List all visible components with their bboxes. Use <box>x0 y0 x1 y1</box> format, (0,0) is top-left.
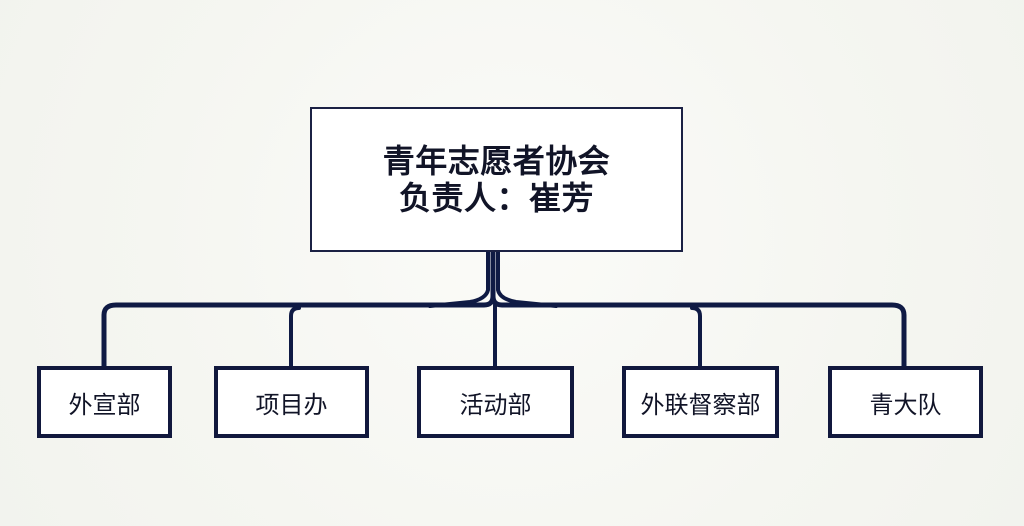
root-node: 青年志愿者协会 负责人：崔芳 <box>310 107 683 252</box>
child-node-waixuanbu: 外宣部 <box>37 366 172 438</box>
child-label: 项目办 <box>255 390 328 419</box>
child-label: 外联督察部 <box>640 390 761 419</box>
connector-to-xiangmuban <box>289 306 301 368</box>
connector-to-wailianducha <box>690 306 702 368</box>
child-node-huodongbu: 活动部 <box>417 366 574 438</box>
root-title: 青年志愿者协会 <box>382 141 611 180</box>
trunk-thick-right <box>496 250 558 308</box>
root-subtitle: 负责人：崔芳 <box>398 178 594 217</box>
child-label: 活动部 <box>459 390 532 419</box>
branch-line-right <box>490 293 907 369</box>
child-node-wailianduchabu: 外联督察部 <box>622 366 779 438</box>
child-node-xiangmuban: 项目办 <box>214 366 369 438</box>
child-node-qingdadui: 青大队 <box>828 366 983 438</box>
trunk-thick-left <box>428 250 490 308</box>
child-label: 外宣部 <box>68 390 141 419</box>
child-label: 青大队 <box>869 390 942 419</box>
